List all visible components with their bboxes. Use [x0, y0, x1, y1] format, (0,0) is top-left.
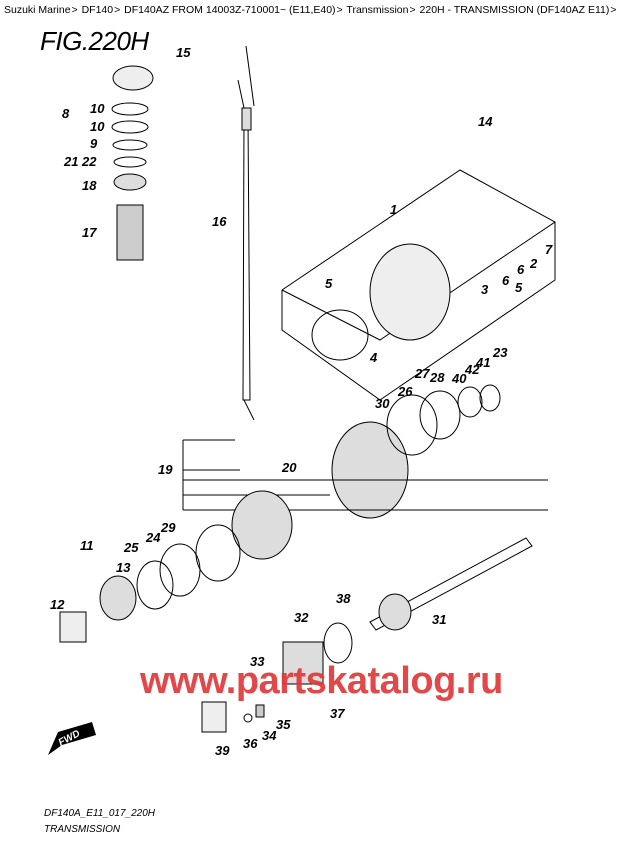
callout-41: 41	[475, 355, 490, 370]
breadcrumb-separator: >	[610, 4, 617, 16]
ring-part	[323, 622, 353, 664]
callout-42: 42	[464, 362, 480, 377]
bearing-part	[99, 575, 137, 621]
shim-part	[457, 386, 483, 418]
breadcrumb-link-df140[interactable]: DF140	[81, 4, 114, 16]
exploded-parts-diagram: 15 8 10 10 9 21 22 18 17 16 14 1 2 7 6 5…	[48, 45, 556, 758]
callout-27: 27	[414, 366, 430, 381]
clutch-part	[59, 611, 87, 643]
callout-35: 35	[276, 717, 291, 732]
breadcrumb-separator: >	[336, 4, 343, 16]
pin-part	[243, 713, 253, 723]
callout-13: 13	[116, 560, 131, 575]
breadcrumb-link-model[interactable]: DF140AZ FROM 14003Z-710001~ (E11,E40)	[124, 4, 336, 16]
callout-22: 22	[81, 154, 97, 169]
callout-16: 16	[212, 214, 227, 229]
ring-part	[386, 394, 438, 456]
breadcrumb-separator: >	[409, 4, 416, 16]
callout-6b: 6	[502, 273, 510, 288]
breadcrumb-current: 220H - TRANSMISSION (DF140AZ E11)	[419, 4, 610, 16]
breadcrumb: Suzuki Marine> DF140> DF140AZ FROM 14003…	[4, 4, 617, 17]
callout-28: 28	[429, 370, 445, 385]
callout-5b: 5	[515, 280, 523, 295]
callout-1: 1	[390, 202, 397, 217]
ring-part	[136, 560, 174, 610]
spring-part	[255, 704, 265, 718]
callout-38: 38	[336, 591, 351, 606]
callout-24: 24	[145, 530, 161, 545]
breadcrumb-separator: >	[71, 4, 78, 16]
oring-part	[112, 139, 148, 151]
callout-8: 8	[62, 106, 70, 121]
shim-part	[111, 102, 149, 116]
oring-part	[311, 309, 369, 361]
shim-part	[111, 120, 149, 134]
watermark-text: www.partskatalog.ru	[140, 660, 503, 702]
callout-3: 3	[481, 282, 489, 297]
callout-25: 25	[123, 540, 139, 555]
callout-19: 19	[158, 462, 173, 477]
shim-part	[479, 384, 501, 412]
drawing-code: DF140A_E11_017_220H	[44, 808, 156, 819]
bearing-part	[195, 524, 241, 582]
callout-33: 33	[250, 654, 265, 669]
gear-part	[231, 490, 293, 560]
bearing-housing-part	[112, 65, 154, 91]
shaft-spline	[378, 593, 412, 631]
callout-30: 30	[375, 396, 390, 411]
ring-part	[419, 390, 461, 440]
callout-21: 21	[63, 154, 78, 169]
callout-26: 26	[397, 384, 413, 399]
callout-31: 31	[432, 612, 446, 627]
callout-20: 20	[281, 460, 297, 475]
gear-case-part	[369, 243, 451, 341]
bearing-part	[113, 173, 147, 191]
callout-10: 10	[90, 101, 105, 116]
callout-39: 39	[215, 743, 230, 758]
callout-2: 2	[529, 256, 538, 271]
breadcrumb-link-suzuki-marine[interactable]: Suzuki Marine	[4, 4, 71, 16]
washer-part	[113, 156, 147, 168]
breadcrumb-separator: >	[114, 4, 121, 16]
sleeve-part	[201, 701, 227, 733]
callout-6: 6	[517, 262, 525, 277]
callout-9: 9	[90, 136, 98, 151]
callout-34: 34	[262, 728, 277, 743]
drive-shaft-part	[242, 117, 251, 401]
drive-shaft-spline	[241, 107, 252, 131]
spring-part	[116, 204, 144, 261]
callout-32: 32	[294, 610, 309, 625]
callout-14: 14	[478, 114, 493, 129]
callout-29: 29	[160, 520, 176, 535]
callout-11: 11	[80, 538, 94, 553]
figure-title: FIG.220H	[40, 26, 149, 56]
callout-18: 18	[82, 178, 97, 193]
callout-5: 5	[325, 276, 333, 291]
callout-37: 37	[330, 706, 345, 721]
callout-23: 23	[492, 345, 508, 360]
callout-10b: 10	[90, 119, 105, 134]
fwd-arrow	[48, 722, 96, 755]
callout-15: 15	[176, 45, 191, 60]
callout-36: 36	[243, 736, 258, 751]
callout-4: 4	[369, 350, 378, 365]
figure-caption: TRANSMISSION	[44, 824, 121, 835]
callout-7: 7	[545, 242, 553, 257]
clutch-dog-part	[282, 641, 324, 685]
callout-40: 40	[451, 371, 467, 386]
callout-17: 17	[82, 225, 97, 240]
gear-part	[331, 421, 409, 519]
ring-part	[159, 543, 201, 597]
callout-12: 12	[50, 597, 65, 612]
breadcrumb-link-transmission[interactable]: Transmission	[346, 4, 409, 16]
